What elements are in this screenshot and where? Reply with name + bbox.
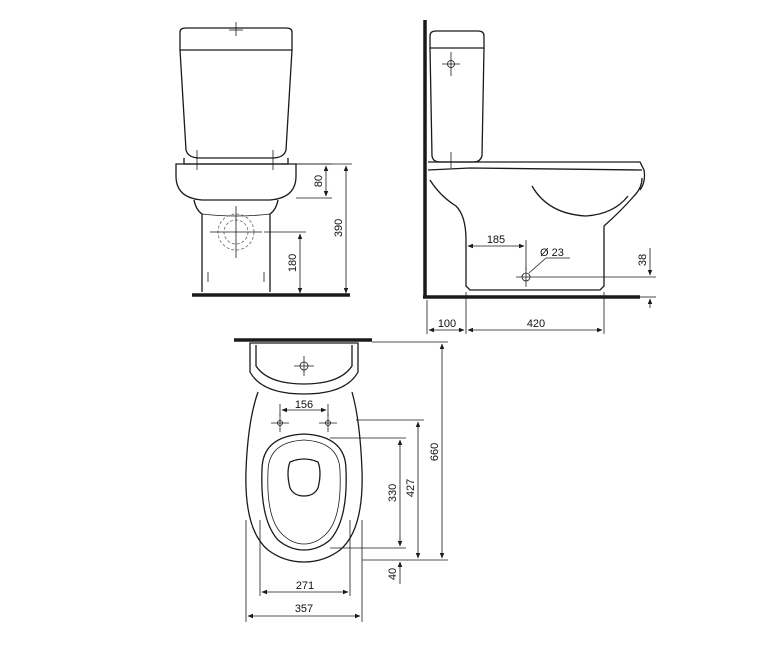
dim-427-label: 427: [405, 479, 417, 497]
dim-185: 185: [465, 234, 527, 270]
dim-390: 390: [296, 163, 352, 294]
cistern-side: [429, 30, 485, 168]
dim-38: 38: [536, 248, 656, 308]
dim-660: 660: [362, 341, 448, 561]
dim-100: 100: [426, 292, 467, 334]
bowl-front: [175, 163, 297, 292]
side-view: 185 Ø 23 38 100 420: [423, 20, 656, 334]
bowl-top: [245, 391, 363, 563]
dim-156-label: 156: [295, 399, 313, 411]
cistern-front: [179, 22, 293, 170]
dim-80-label: 80: [313, 175, 325, 187]
dim-330: 330: [330, 437, 406, 549]
dim-180: 180: [264, 231, 306, 294]
dim-357-label: 357: [295, 603, 313, 615]
dim-390-label: 390: [333, 219, 345, 237]
top-view: 156 660 427 330 40: [234, 338, 448, 622]
dim-357: 357: [245, 520, 363, 622]
dim-diameter-23: Ø 23: [528, 247, 570, 274]
dim-40: 40: [387, 561, 403, 584]
dim-660-label: 660: [429, 443, 441, 461]
front-view: 80 390 180: [175, 22, 352, 297]
dim-180-label: 180: [287, 254, 299, 272]
dim-420: 420: [467, 292, 605, 334]
bowl-side: [427, 161, 646, 291]
dim-185-label: 185: [487, 234, 505, 246]
dim-100-label: 100: [438, 318, 456, 330]
dim-427: 427: [356, 419, 424, 559]
dim-330-label: 330: [387, 484, 399, 502]
dim-38-label: 38: [637, 254, 649, 266]
dim-271-label: 271: [296, 580, 314, 592]
dim-40-label: 40: [387, 568, 399, 580]
dim-156: 156: [279, 399, 329, 416]
dim-271: 271: [259, 520, 351, 596]
dim-420-label: 420: [527, 318, 545, 330]
cistern-top: [249, 342, 359, 395]
dim-80: 80: [296, 163, 332, 199]
dim-diameter-23-label: Ø 23: [540, 247, 564, 259]
